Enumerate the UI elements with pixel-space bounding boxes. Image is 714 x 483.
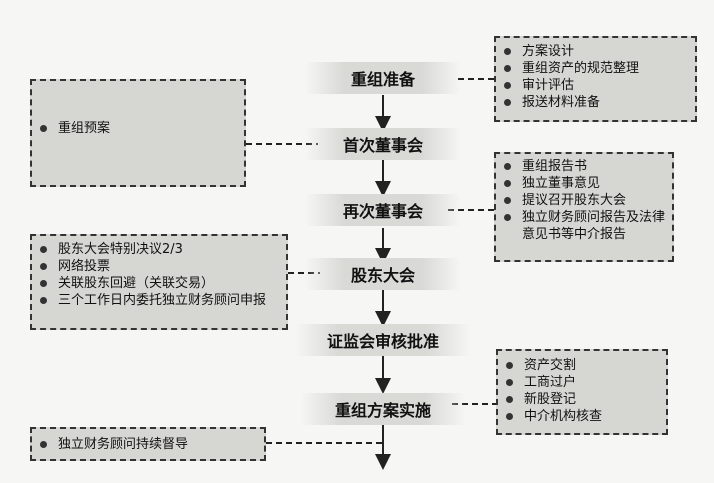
- step-plan-implementation: 重组方案实施: [300, 393, 466, 425]
- note-supervision: 独立财务顾问持续督导: [30, 427, 266, 461]
- note-first-board: 重组预案: [30, 79, 246, 187]
- note-implementation-item: 新股登记: [498, 391, 666, 408]
- note-prep-item: 方案设计: [496, 43, 695, 60]
- note-shareholders-item: 网络投票: [32, 258, 280, 275]
- note-prep-item: 审计评估: [496, 77, 695, 94]
- step-reorganization-prep: 重组准备: [305, 62, 461, 94]
- note-supervision-item: 独立财务顾问持续督导: [32, 436, 264, 453]
- step-csrc-approval: 证监会审核批准: [295, 324, 471, 356]
- note-second-board-item: 独立财务顾问报告及法律意见书等中介报告: [496, 209, 666, 243]
- note-shareholders: 股东大会特别决议2/3 网络投票 关联股东回避（关联交易） 三个工作日内委托独立…: [30, 234, 288, 330]
- note-second-board-item: 重组报告书: [496, 158, 666, 175]
- note-implementation-item: 工商过户: [498, 374, 666, 391]
- step-second-board-meeting: 再次董事会: [305, 194, 461, 226]
- note-implementation-item: 中介机构核查: [498, 408, 666, 425]
- note-second-board: 重组报告书 独立董事意见 提议召开股东大会 独立财务顾问报告及法律意见书等中介报…: [494, 152, 674, 262]
- note-second-board-item: 提议召开股东大会: [496, 192, 666, 209]
- step-first-board-meeting: 首次董事会: [305, 128, 461, 160]
- note-prep-item: 报送材料准备: [496, 94, 695, 111]
- note-first-board-item: 重组预案: [32, 120, 244, 137]
- note-second-board-item: 独立董事意见: [496, 175, 666, 192]
- note-prep-item: 重组资产的规范整理: [496, 60, 695, 77]
- step-shareholders-meeting: 股东大会: [305, 258, 461, 290]
- note-shareholders-item: 关联股东回避（关联交易）: [32, 275, 280, 292]
- note-shareholders-item: 股东大会特别决议2/3: [32, 241, 280, 258]
- note-implementation: 资产交割 工商过户 新股登记 中介机构核查: [496, 349, 668, 435]
- note-implementation-item: 资产交割: [498, 357, 666, 374]
- note-shareholders-item: 三个工作日内委托独立财务顾问申报: [32, 292, 280, 309]
- note-prep: 方案设计 重组资产的规范整理 审计评估 报送材料准备: [494, 36, 697, 122]
